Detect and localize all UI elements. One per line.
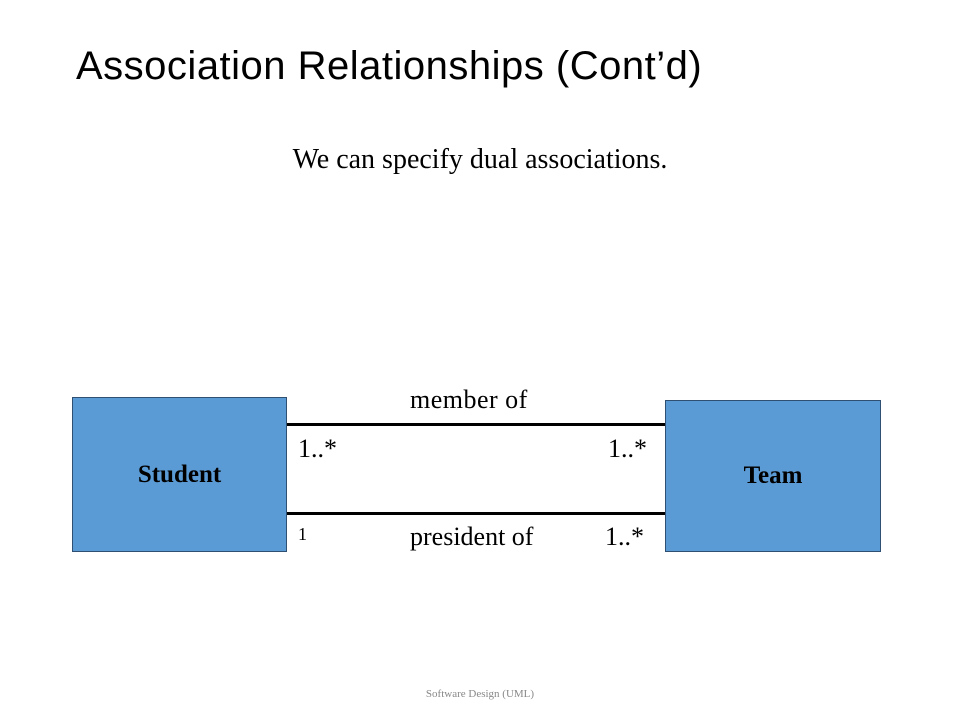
association-line-president-of [287,512,665,515]
slide-footer: Software Design (UML) [425,688,535,700]
slide-title: Association Relationships (Cont’d) [76,44,703,88]
class-box-team: Team [665,400,881,552]
multiplicity-member-student: 1..* [298,434,337,463]
association-label-member-of: member of [410,385,528,414]
slide-subtitle: We can specify dual associations. [292,144,668,175]
association-label-president-of: president of [410,522,534,551]
multiplicity-president-student: 1 [298,524,307,544]
association-line-member-of [287,423,665,426]
multiplicity-president-team: 1..* [605,522,644,551]
multiplicity-member-team: 1..* [608,434,647,463]
class-box-student: Student [72,397,287,552]
